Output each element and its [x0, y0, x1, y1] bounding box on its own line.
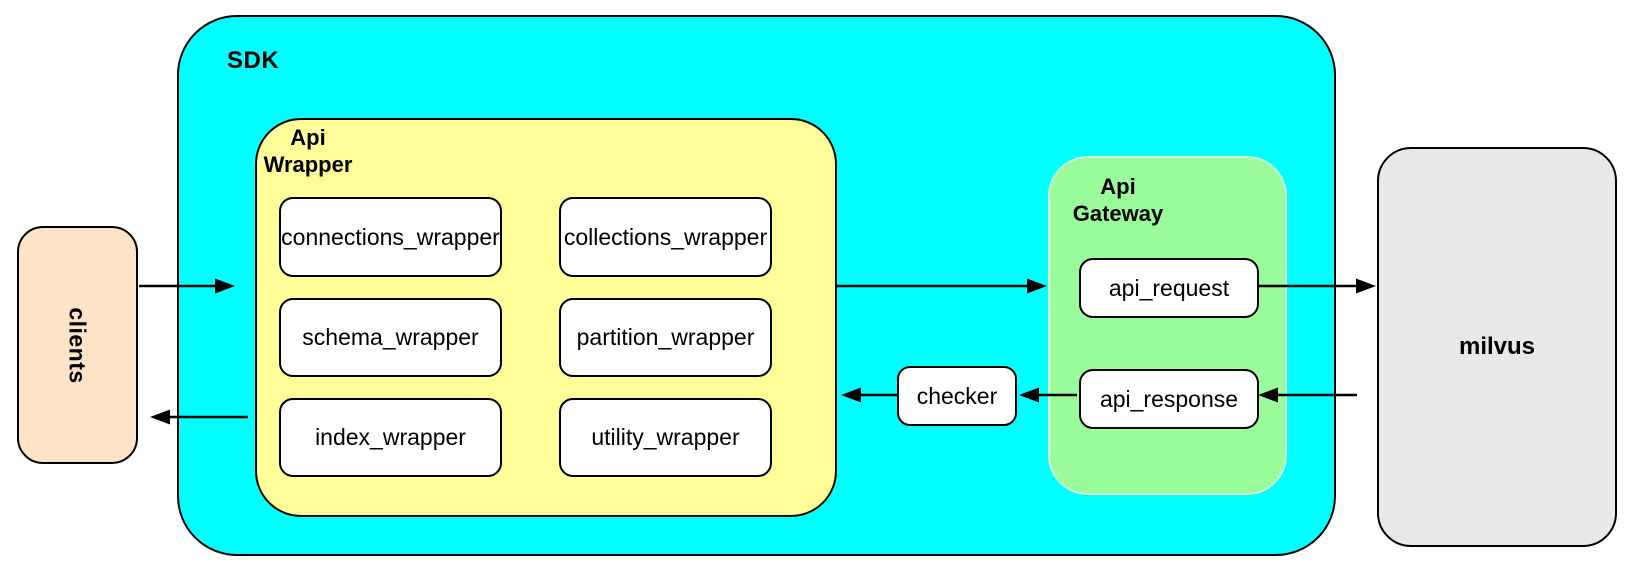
- collections-wrapper-box: collections_wrapper: [559, 197, 772, 277]
- sdk-label: SDK: [227, 47, 280, 74]
- clients-box: clients: [17, 226, 138, 464]
- api-request-box: api_request: [1079, 258, 1259, 318]
- checker-box: checker: [897, 366, 1017, 426]
- clients-label: clients: [65, 306, 91, 384]
- api-wrapper-title-line1: Api: [290, 125, 326, 150]
- api-gateway-title-line2: Gateway: [1072, 201, 1164, 226]
- schema-wrapper-box: schema_wrapper: [279, 298, 502, 377]
- milvus-box: milvus: [1377, 147, 1617, 547]
- utility-wrapper-box: utility_wrapper: [559, 398, 772, 477]
- api-gateway-title-line1: Api: [1100, 174, 1136, 199]
- api-response-box: api_response: [1079, 369, 1259, 429]
- api-wrapper-title-line2: Wrapper: [263, 152, 353, 177]
- partition-wrapper-box: partition_wrapper: [559, 298, 772, 377]
- milvus-label: milvus: [1458, 333, 1536, 360]
- index-wrapper-box: index_wrapper: [279, 398, 502, 477]
- connections-wrapper-box: connections_wrapper: [279, 197, 502, 277]
